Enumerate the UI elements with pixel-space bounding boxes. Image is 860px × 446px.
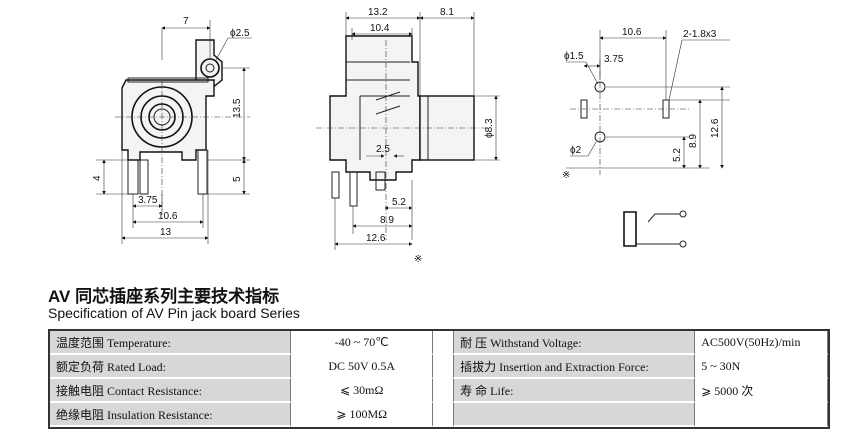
dim-side-52: 5.2 xyxy=(392,197,406,208)
spec-title-en: Specification of AV Pin jack board Serie… xyxy=(48,305,300,321)
dim-side-132: 13.2 xyxy=(368,7,388,18)
spacer xyxy=(433,379,455,403)
dim-pcb-126: 12.6 xyxy=(710,118,721,138)
dim-front-13: 13 xyxy=(160,227,172,238)
spec-value: ⩾ 5000 次 xyxy=(695,379,828,403)
side-note-mark: ※ xyxy=(414,254,422,265)
spacer xyxy=(433,355,455,379)
dim-side-81: 8.1 xyxy=(440,7,454,18)
dim-front-5: 5 xyxy=(232,176,243,182)
spec-label xyxy=(454,403,696,427)
dim-side-89: 8.9 xyxy=(380,215,394,226)
dim-pcb-52: 5.2 xyxy=(672,148,683,162)
dim-front-4: 4 xyxy=(92,175,103,181)
dim-pcb-89: 8.9 xyxy=(688,134,699,148)
spec-label: 接触电阻 Contact Resistance: xyxy=(50,379,292,403)
dim-pcb-375: 3.75 xyxy=(604,54,624,65)
spec-label: 绝缘电阻 Insulation Resistance: xyxy=(50,403,292,427)
spec-value xyxy=(695,403,828,427)
spec-value: AC500V(50Hz)/min xyxy=(695,331,828,355)
spec-value: 5 ~ 30N xyxy=(695,355,828,379)
spec-value: DC 50V 0.5A xyxy=(291,355,434,379)
table-row: 温度范围 Temperature: -40 ~ 70℃ 耐 压 Withstan… xyxy=(50,331,828,355)
dim-pcb-phi15: ϕ1.5 xyxy=(564,51,584,62)
spec-label: 额定负荷 Rated Load: xyxy=(50,355,292,379)
spec-table: 温度范围 Temperature: -40 ~ 70℃ 耐 压 Withstan… xyxy=(48,329,830,429)
spec-value: ⩽ 30mΩ xyxy=(291,379,434,403)
table-row: 绝缘电阻 Insulation Resistance: ⩾ 100MΩ xyxy=(50,403,828,427)
pcb-note-mark: ※ xyxy=(562,170,570,181)
technical-drawing: 7 ϕ2.5 13.5 5 4 3.75 10.6 13 xyxy=(92,7,730,265)
spec-title-cn: AV 同芯插座系列主要技术指标 xyxy=(48,287,280,306)
spec-label: 插拔力 Insertion and Extraction Force: xyxy=(454,355,696,379)
spec-value: -40 ~ 70℃ xyxy=(291,331,434,355)
dim-side-25: 2.5 xyxy=(376,144,390,155)
dim-pcb-holes: 2-1.8x3 xyxy=(683,29,717,40)
dim-front-135: 13.5 xyxy=(232,98,243,118)
dim-front-375: 3.75 xyxy=(138,195,158,206)
dim-pcb-phi2: ϕ2 xyxy=(570,145,582,156)
jack-schematic-symbol xyxy=(623,210,687,248)
spec-label: 耐 压 Withstand Voltage: xyxy=(454,331,696,355)
dim-front-106: 10.6 xyxy=(158,211,178,222)
front-view: 7 ϕ2.5 13.5 5 4 3.75 10.6 13 xyxy=(92,16,252,244)
table-row: 接触电阻 Contact Resistance: ⩽ 30mΩ 寿 命 Life… xyxy=(50,379,828,403)
spec-value: ⩾ 100MΩ xyxy=(291,403,434,427)
spacer xyxy=(433,331,455,355)
side-view: 13.2 8.1 10.4 ϕ8.3 2.5 5.2 8.9 12.6 ※ xyxy=(316,7,500,265)
dim-pcb-106: 10.6 xyxy=(622,27,642,38)
table-row: 额定负荷 Rated Load: DC 50V 0.5A 插拔力 Inserti… xyxy=(50,355,828,379)
spacer xyxy=(433,403,455,427)
dim-front-phi25: ϕ2.5 xyxy=(230,28,250,39)
spec-label: 温度范围 Temperature: xyxy=(50,331,292,355)
spec-label: 寿 命 Life: xyxy=(454,379,696,403)
dim-side-104: 10.4 xyxy=(370,23,390,34)
dim-front-7: 7 xyxy=(183,16,189,27)
dim-side-126: 12.6 xyxy=(366,233,386,244)
pcb-footprint: 10.6 2-1.8x3 ϕ1.5 3.75 12.6 8.9 5.2 ϕ2 ※ xyxy=(562,27,730,181)
dim-side-phi83: ϕ8.3 xyxy=(484,118,495,138)
